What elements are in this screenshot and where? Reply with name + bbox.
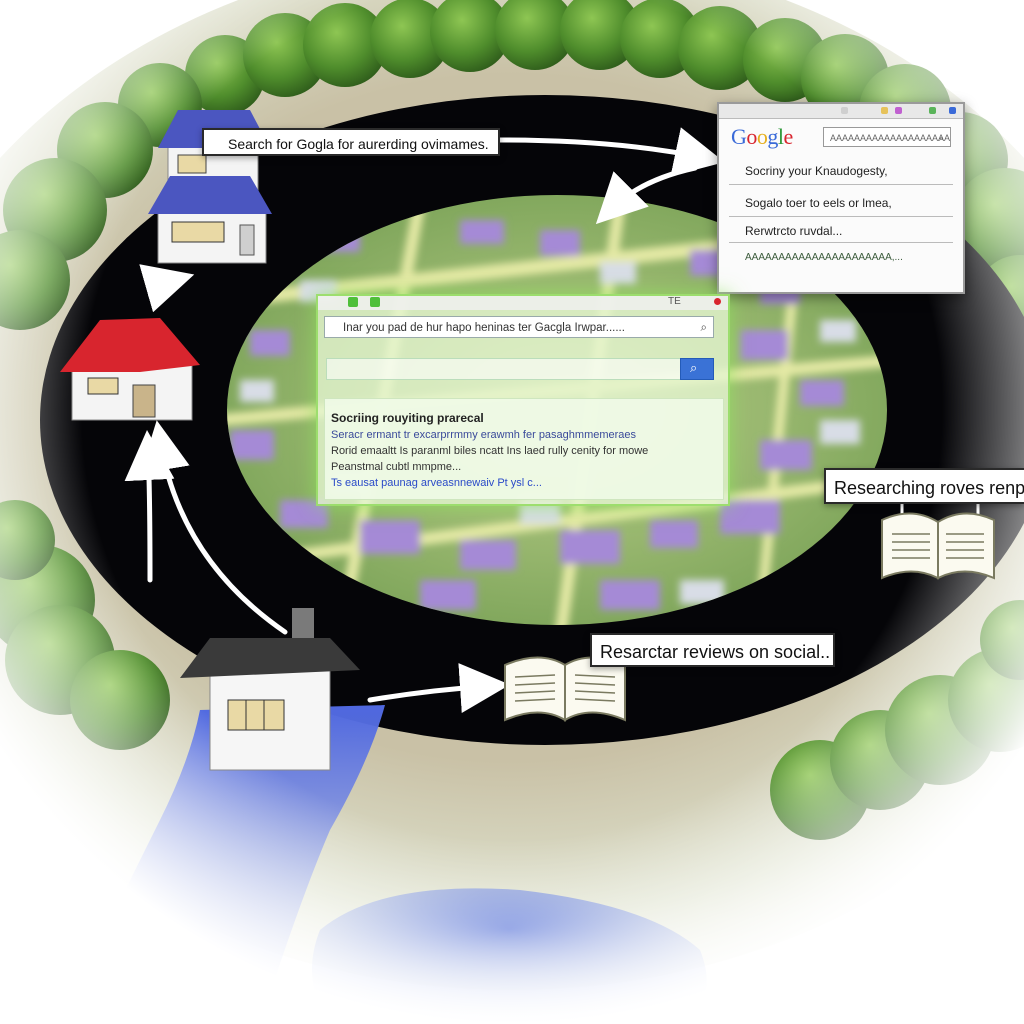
close-icon[interactable] [714, 298, 721, 305]
browser-window-center: TE Inar you pad de hur hapo heninas ter … [316, 294, 730, 506]
arrows [124, 127, 725, 713]
divider [729, 242, 953, 243]
window-control-icon[interactable] [895, 107, 902, 114]
result-line: AAAAAAAAAAAAAAAAAAAAAA,... [745, 252, 903, 263]
callout-search-google-text: Search for Gogla for aurerding ovimames. [228, 136, 489, 152]
window-control-icon[interactable] [929, 107, 936, 114]
search-input-text: Inar you pad de hur hapo heninas ter Gac… [343, 322, 625, 334]
arrow-icon [139, 264, 195, 313]
search-button[interactable]: ⌕ [680, 358, 714, 380]
search-icon: ⌕ [690, 360, 698, 375]
search-input[interactable]: Inar you pad de hur hapo heninas ter Gac… [324, 316, 714, 338]
browser-window-top: Google AAAAAAAAAAAAAAAAAAAAAAAA ⌕ Socrin… [717, 102, 965, 294]
house-icon [60, 318, 200, 421]
callout-research-social-text: Resarctar reviews on social.. [600, 642, 831, 662]
tab-icon[interactable] [370, 297, 380, 307]
result-line: Rorid emaaltt Is paranml biles ncatt Ins… [331, 445, 649, 457]
callout-research-social: Resarctar reviews on social.. [590, 633, 835, 667]
arrow-icon [124, 430, 175, 583]
search-input-text: AAAAAAAAAAAAAAAAAAAAAAAA [830, 133, 951, 143]
house-icon [180, 608, 360, 771]
callout-researching-reviews-text: Researching roves renpp [834, 478, 1024, 498]
result-line: Peanstmal cubtl mmpme... [331, 461, 462, 473]
search-icon[interactable]: ⌕ [938, 133, 944, 143]
book-icon [504, 656, 626, 722]
search-result: Socriing rouyiting prarecal Seracr erman… [324, 398, 724, 500]
arrow-icon [497, 127, 725, 177]
browser-titlebar [719, 104, 963, 119]
browser-tabbar: TE [318, 296, 728, 310]
search-icon[interactable]: ⌕ [700, 322, 707, 334]
result-line: Socriny your Knaudogesty, [745, 164, 888, 178]
divider [729, 216, 953, 217]
window-control-icon[interactable] [841, 107, 848, 114]
result-link[interactable]: Ts eausat paunag arveasnnewaiv Pt ysl c.… [331, 477, 542, 489]
arrow-icon [367, 663, 510, 713]
result-line: Seracr ermant tr excarprrmmy erawmh fer … [331, 429, 637, 441]
window-control-icon[interactable] [949, 107, 956, 114]
tab-icon[interactable] [348, 297, 358, 307]
divider [729, 184, 953, 185]
tab-label: TE [668, 296, 681, 307]
arrow-icon [595, 165, 698, 225]
book-icon [881, 498, 995, 580]
google-logo: Google [731, 124, 793, 149]
callout-researching-reviews: Researching roves renpp [824, 468, 1024, 504]
secondary-search-field[interactable] [326, 358, 686, 380]
callout-search-google: Search for Gogla for aurerding ovimames. [202, 128, 500, 156]
result-title[interactable]: Socriing rouyiting prarecal [331, 411, 484, 425]
search-input[interactable]: AAAAAAAAAAAAAAAAAAAAAAAA ⌕ [823, 127, 951, 147]
house-icon [148, 176, 272, 264]
result-line: Rerwtrcto ruvdal... [745, 224, 843, 238]
result-line: Sogalo toer to eels or lmea, [745, 196, 892, 210]
window-control-icon[interactable] [881, 107, 888, 114]
